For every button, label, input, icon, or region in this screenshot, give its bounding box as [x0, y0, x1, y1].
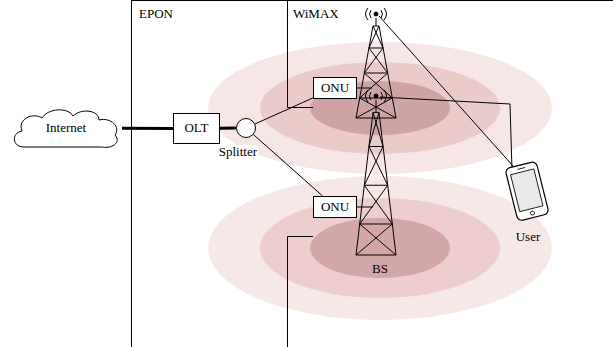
node-text: ONU	[321, 81, 349, 95]
user-phone: User	[498, 158, 558, 250]
bs-tower	[356, 100, 396, 255]
fiber-link	[220, 127, 236, 130]
node-text: User	[516, 230, 541, 244]
region-label: EPON	[139, 7, 173, 21]
node-text: Splitter	[218, 145, 258, 159]
phone-icon	[498, 158, 558, 224]
onu-box: ONU	[313, 77, 357, 99]
region-label: WiMAX	[293, 7, 339, 21]
fiber-link	[255, 98, 313, 124]
radio-link	[379, 16, 513, 170]
node-text: OLT	[184, 121, 208, 135]
node-text: ONU	[321, 200, 349, 214]
splitter-circle: Splitter	[236, 118, 256, 138]
coverage-top	[208, 42, 552, 174]
coverage-bottom	[208, 176, 552, 320]
fiber-link	[253, 135, 322, 196]
bs-label: BS	[372, 262, 388, 276]
internet-cloud: Internet	[10, 106, 122, 150]
node-text: Internet	[46, 121, 86, 135]
olt-box: OLT	[173, 113, 220, 144]
onu-box: ONU	[313, 196, 357, 218]
antenna-symbol	[366, 8, 387, 102]
onu-bs-wire	[357, 88, 373, 207]
region-border	[132, 0, 613, 347]
fiber-link	[122, 127, 173, 130]
